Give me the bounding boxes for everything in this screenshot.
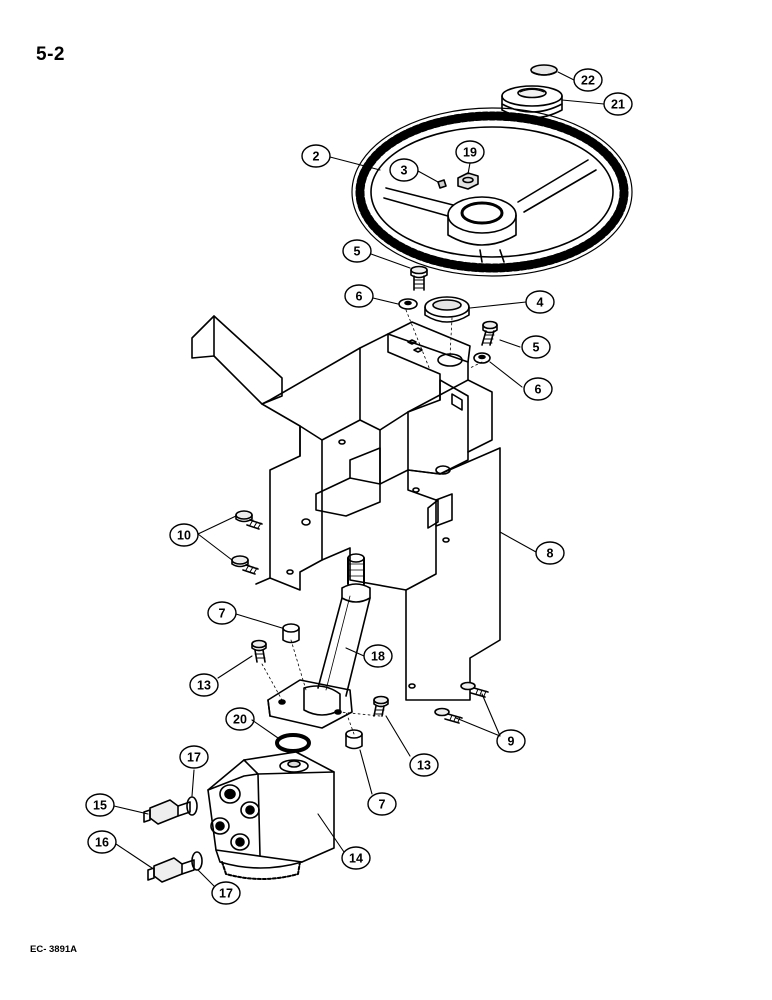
nut (457, 172, 479, 190)
o-ring (275, 733, 311, 753)
svg-text:3: 3 (401, 164, 408, 178)
svg-text:2: 2 (313, 150, 320, 164)
horn-cap (530, 64, 558, 76)
figure-code: EC- 3891A (30, 944, 77, 955)
leader-lines (113, 71, 605, 887)
callout-13-right: 13 (409, 753, 439, 777)
callout-15: 15 (85, 793, 115, 817)
callout-13-left: 13 (189, 673, 219, 697)
svg-text:19: 19 (463, 146, 477, 160)
callout-3: 3 (389, 158, 419, 182)
svg-text:17: 17 (219, 887, 233, 901)
washer-right (473, 352, 491, 364)
callout-6-right: 6 (523, 377, 553, 401)
bolt-pair-right (434, 681, 489, 724)
callout-7-lower: 7 (367, 792, 397, 816)
callout-20: 20 (225, 707, 255, 731)
callout-8: 8 (535, 541, 565, 565)
callout-5-top: 5 (342, 239, 372, 263)
svg-text:7: 7 (379, 798, 386, 812)
bolt-column-right (373, 695, 389, 717)
svg-text:8: 8 (547, 547, 554, 561)
o-ring-fitting-upper (186, 796, 198, 816)
callout-10: 10 (169, 523, 199, 547)
callout-4: 4 (525, 290, 555, 314)
svg-text:9: 9 (508, 735, 515, 749)
svg-text:13: 13 (197, 679, 211, 693)
svg-text:17: 17 (187, 751, 201, 765)
callout-7-upper: 7 (207, 601, 237, 625)
svg-text:5: 5 (354, 245, 361, 259)
fitting-lower (147, 857, 195, 883)
bolt-pair-left (231, 510, 263, 575)
callout-9: 9 (496, 729, 526, 753)
svg-text:16: 16 (95, 836, 109, 850)
bolt-upper-right (481, 320, 498, 346)
svg-text:18: 18 (371, 650, 385, 664)
callout-6-left: 6 (344, 284, 374, 308)
svg-text:5: 5 (533, 341, 540, 355)
callout-22: 22 (573, 68, 603, 92)
steering-control-unit (207, 751, 335, 880)
steering-wheel (351, 107, 633, 277)
bolt-upper-left (410, 265, 428, 291)
svg-text:14: 14 (349, 852, 363, 866)
washer-left (398, 298, 418, 310)
steering-column-bracket (191, 315, 501, 701)
callout-5-right: 5 (521, 335, 551, 359)
fitting-upper (143, 799, 191, 825)
svg-text:15: 15 (93, 799, 107, 813)
spacer-upper (282, 623, 300, 644)
callout-19: 19 (455, 140, 485, 164)
svg-text:7: 7 (219, 607, 226, 621)
callout-21: 21 (603, 92, 633, 116)
svg-text:10: 10 (177, 529, 191, 543)
bearing-seal (424, 296, 470, 323)
callout-17-upper: 17 (179, 745, 209, 769)
steering-column-shaft (267, 553, 371, 729)
svg-text:13: 13 (417, 759, 431, 773)
callout-17-lower: 17 (211, 881, 241, 905)
callout-18: 18 (363, 644, 393, 668)
svg-text:21: 21 (611, 98, 625, 112)
callout-14: 14 (341, 846, 371, 870)
spacer-lower (345, 729, 363, 750)
svg-text:20: 20 (233, 713, 247, 727)
page-number: 5-2 (36, 44, 65, 65)
svg-text:6: 6 (535, 383, 542, 397)
callout-2: 2 (301, 144, 331, 168)
key (437, 179, 447, 189)
svg-text:4: 4 (537, 296, 544, 310)
o-ring-fitting-lower (191, 851, 203, 871)
svg-text:22: 22 (581, 74, 595, 88)
callout-16: 16 (87, 830, 117, 854)
svg-text:6: 6 (356, 290, 363, 304)
bolt-column-left (251, 639, 267, 663)
